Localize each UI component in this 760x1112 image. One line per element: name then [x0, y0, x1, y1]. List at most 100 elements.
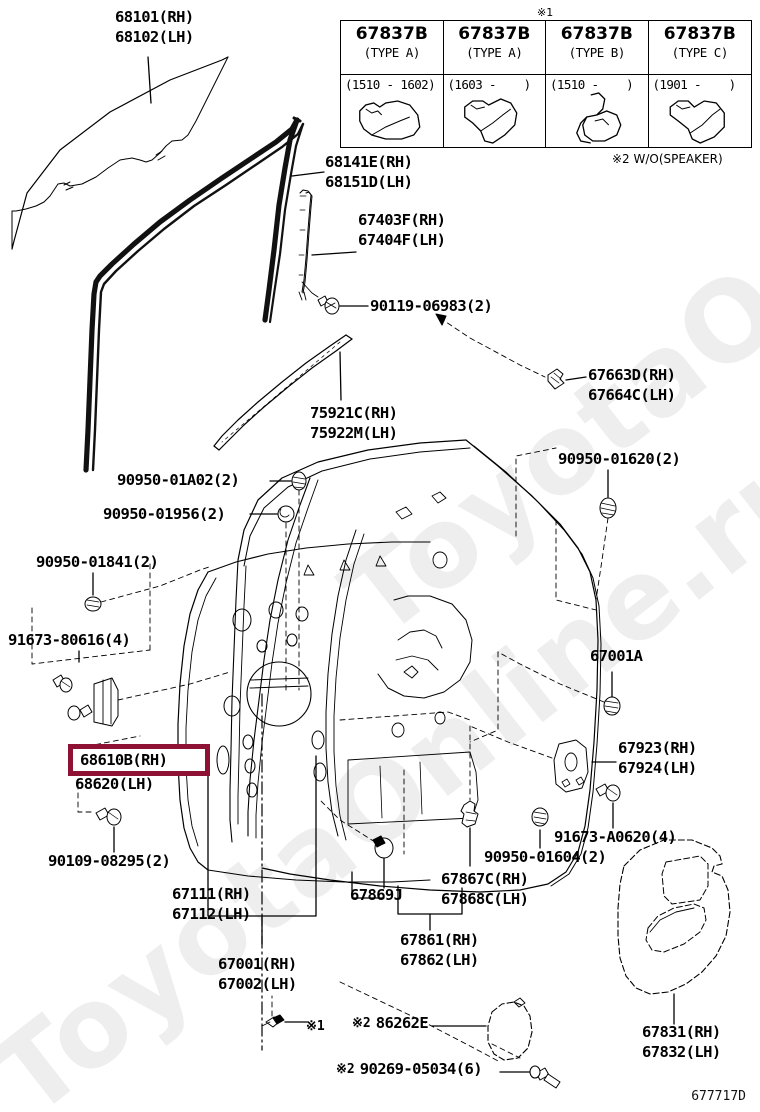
door-inner-panel-67111 [177, 541, 431, 883]
clip-67663D [547, 368, 565, 390]
division-bar-67403F [298, 189, 319, 301]
label-cover-rh: 67831(RH) [642, 1023, 721, 1041]
label-belt-rh: 75921C(RH) [310, 404, 398, 422]
door-cover-67831 [617, 839, 731, 995]
bolt-90109-08295 [95, 807, 122, 826]
label-plug-67869J: 67869J [350, 886, 403, 904]
variant-part-number: 67837B [560, 24, 633, 44]
star2-marker: ※2 [336, 1062, 355, 1077]
highlighted-part-label: 68610B(RH) [80, 751, 168, 769]
variant-type: (TYPE A) [363, 45, 421, 60]
door-hinge [67, 677, 119, 727]
bolt-91673-80616 [52, 674, 73, 693]
door-glass-68101 [11, 56, 229, 250]
label-clip-90950-01604: 90950-01604(2) [484, 848, 607, 866]
label-clip-67663: 67663D(RH) 67664C(LH) [588, 365, 676, 405]
clip-67867C [460, 800, 479, 828]
plug-67869J [372, 835, 394, 859]
label-check-rh: 67923(RH) [618, 739, 697, 757]
label-panel-sub-lh: 67112(LH) [172, 905, 251, 923]
clip-type-a-2-icon [463, 98, 517, 144]
label-run-lh: 68151D(LH) [325, 173, 413, 191]
label-seal-67867: 67867C(RH) 67868C(LH) [441, 869, 529, 909]
variant-header: 67837B (TYPE B) [546, 21, 648, 75]
label-86262E: 86262E [375, 1014, 429, 1032]
label-division-bar: 67403F(RH) 67404F(LH) [358, 210, 446, 250]
label-bolt-90109-08295: 90109-08295(2) [48, 852, 171, 870]
variant-part-number: 67837B [663, 24, 736, 44]
label-90269-05034: 90269-05034(6) [359, 1060, 483, 1078]
clip-90950-01A02 [291, 471, 307, 491]
variant-header: 67837B (TYPE A) [443, 21, 545, 75]
label-bolt-91673-A0620: 91673-A0620(4) [554, 828, 677, 846]
label-screw-90269: ※2 90269-05034(6) [336, 1060, 483, 1079]
variant-type: (TYPE B) [568, 45, 626, 60]
label-clip-67663-rh: 67663D(RH) [588, 366, 676, 384]
label-cover-lh: 67832(LH) [642, 1043, 721, 1061]
label-clip-90950-01841: 90950-01841(2) [36, 553, 159, 571]
clip-90950-01956 [277, 505, 295, 523]
clip-type-c-icon [669, 100, 725, 144]
label-glass-rh: 68101(RH) [115, 8, 194, 26]
variant-body: (1510 - ) [546, 75, 648, 147]
label-division-lh: 67404F(LH) [358, 231, 446, 249]
weatherstrip-68141E [83, 116, 305, 473]
label-bolt-91673-80616: 91673-80616(4) [8, 631, 131, 649]
label-belt-lh: 75922M(LH) [310, 424, 398, 442]
variant-table: 67837B (TYPE A) (1510 - 1602) 67837B (TY… [340, 20, 752, 148]
variant-part-number: 67837B [458, 24, 531, 44]
screw-90269-05034 [529, 1065, 561, 1089]
label-panel-sub-rh: 67111(RH) [172, 885, 251, 903]
variant-column: 67837B (TYPE C) (1901 - ) [648, 21, 752, 147]
clip-star1 [261, 1014, 285, 1028]
label-clip-67001A: 67001A [590, 647, 643, 665]
highlighted-part-box[interactable]: 68610B(RH) [68, 744, 210, 776]
label-68620-lh: 68620(LH) [75, 775, 154, 793]
label-panel-assy-rh: 67001(RH) [218, 955, 297, 973]
label-clip-90950-01956: 90950-01956(2) [103, 505, 226, 523]
label-check-lh: 67924(LH) [618, 759, 697, 777]
label-seal-lh: 67868C(LH) [441, 890, 529, 908]
variant-range: (1603 - ) [447, 77, 532, 92]
clip-67001A [603, 696, 621, 716]
clip-type-a-1-icon [359, 100, 421, 140]
variant-body: (1510 - 1602) [341, 75, 443, 147]
clip-90950-01620 [599, 497, 617, 519]
label-inner-weather: 67861(RH) 67862(LH) [400, 930, 479, 970]
door-module-area [325, 491, 479, 841]
label-glass: 68101(RH) 68102(LH) [115, 7, 194, 47]
label-cover-67831: 67831(RH) 67832(LH) [642, 1022, 721, 1062]
clip-90950-01841 [84, 596, 102, 612]
clip-90950-01604 [531, 807, 549, 827]
label-clip-90950-01A02: 90950-01A02(2) [117, 471, 240, 489]
variant-body: (1901 - ) [649, 75, 752, 147]
door-outer-panel-67001 [261, 439, 602, 893]
label-clip-90950-01620: 90950-01620(2) [558, 450, 681, 468]
variant-column: 67837B (TYPE B) (1510 - ) [546, 21, 649, 147]
belt-moulding-75921C [213, 334, 353, 451]
variant-header: 67837B (TYPE A) [341, 21, 443, 75]
table-star-marker: ※1 [537, 6, 554, 19]
variant-range: (1510 - ) [550, 77, 634, 92]
label-run-rh: 68141E(RH) [325, 153, 413, 171]
variant-type: (TYPE C) [671, 45, 729, 60]
variant-column: 67837B (TYPE A) (1603 - ) [443, 21, 546, 147]
label-star1-ref: ※1 [306, 1019, 325, 1034]
door-check-67923 [553, 739, 589, 793]
clip-type-b-icon [576, 92, 622, 144]
variant-header: 67837B (TYPE C) [648, 21, 751, 75]
label-check-67923: 67923(RH) 67924(LH) [618, 738, 697, 778]
label-seal-rh: 67867C(RH) [441, 870, 529, 888]
label-glass-lh: 68102(LH) [115, 28, 194, 46]
variant-type: (TYPE A) [466, 45, 523, 60]
door-window-frame [229, 439, 471, 843]
label-door-panel-assy: 67001(RH) 67002(LH) [218, 954, 297, 994]
variant-column: 67837B (TYPE A) (1510 - 1602) [341, 21, 444, 147]
screw-90119 [317, 295, 340, 315]
label-belt-moulding: 75921C(RH) 75922M(LH) [310, 403, 398, 443]
variant-part-number: 67837B [355, 24, 428, 44]
star2-marker: ※2 [352, 1016, 371, 1031]
variant-range: (1901 - ) [652, 77, 737, 92]
diagram-code: 677717D [691, 1089, 746, 1104]
